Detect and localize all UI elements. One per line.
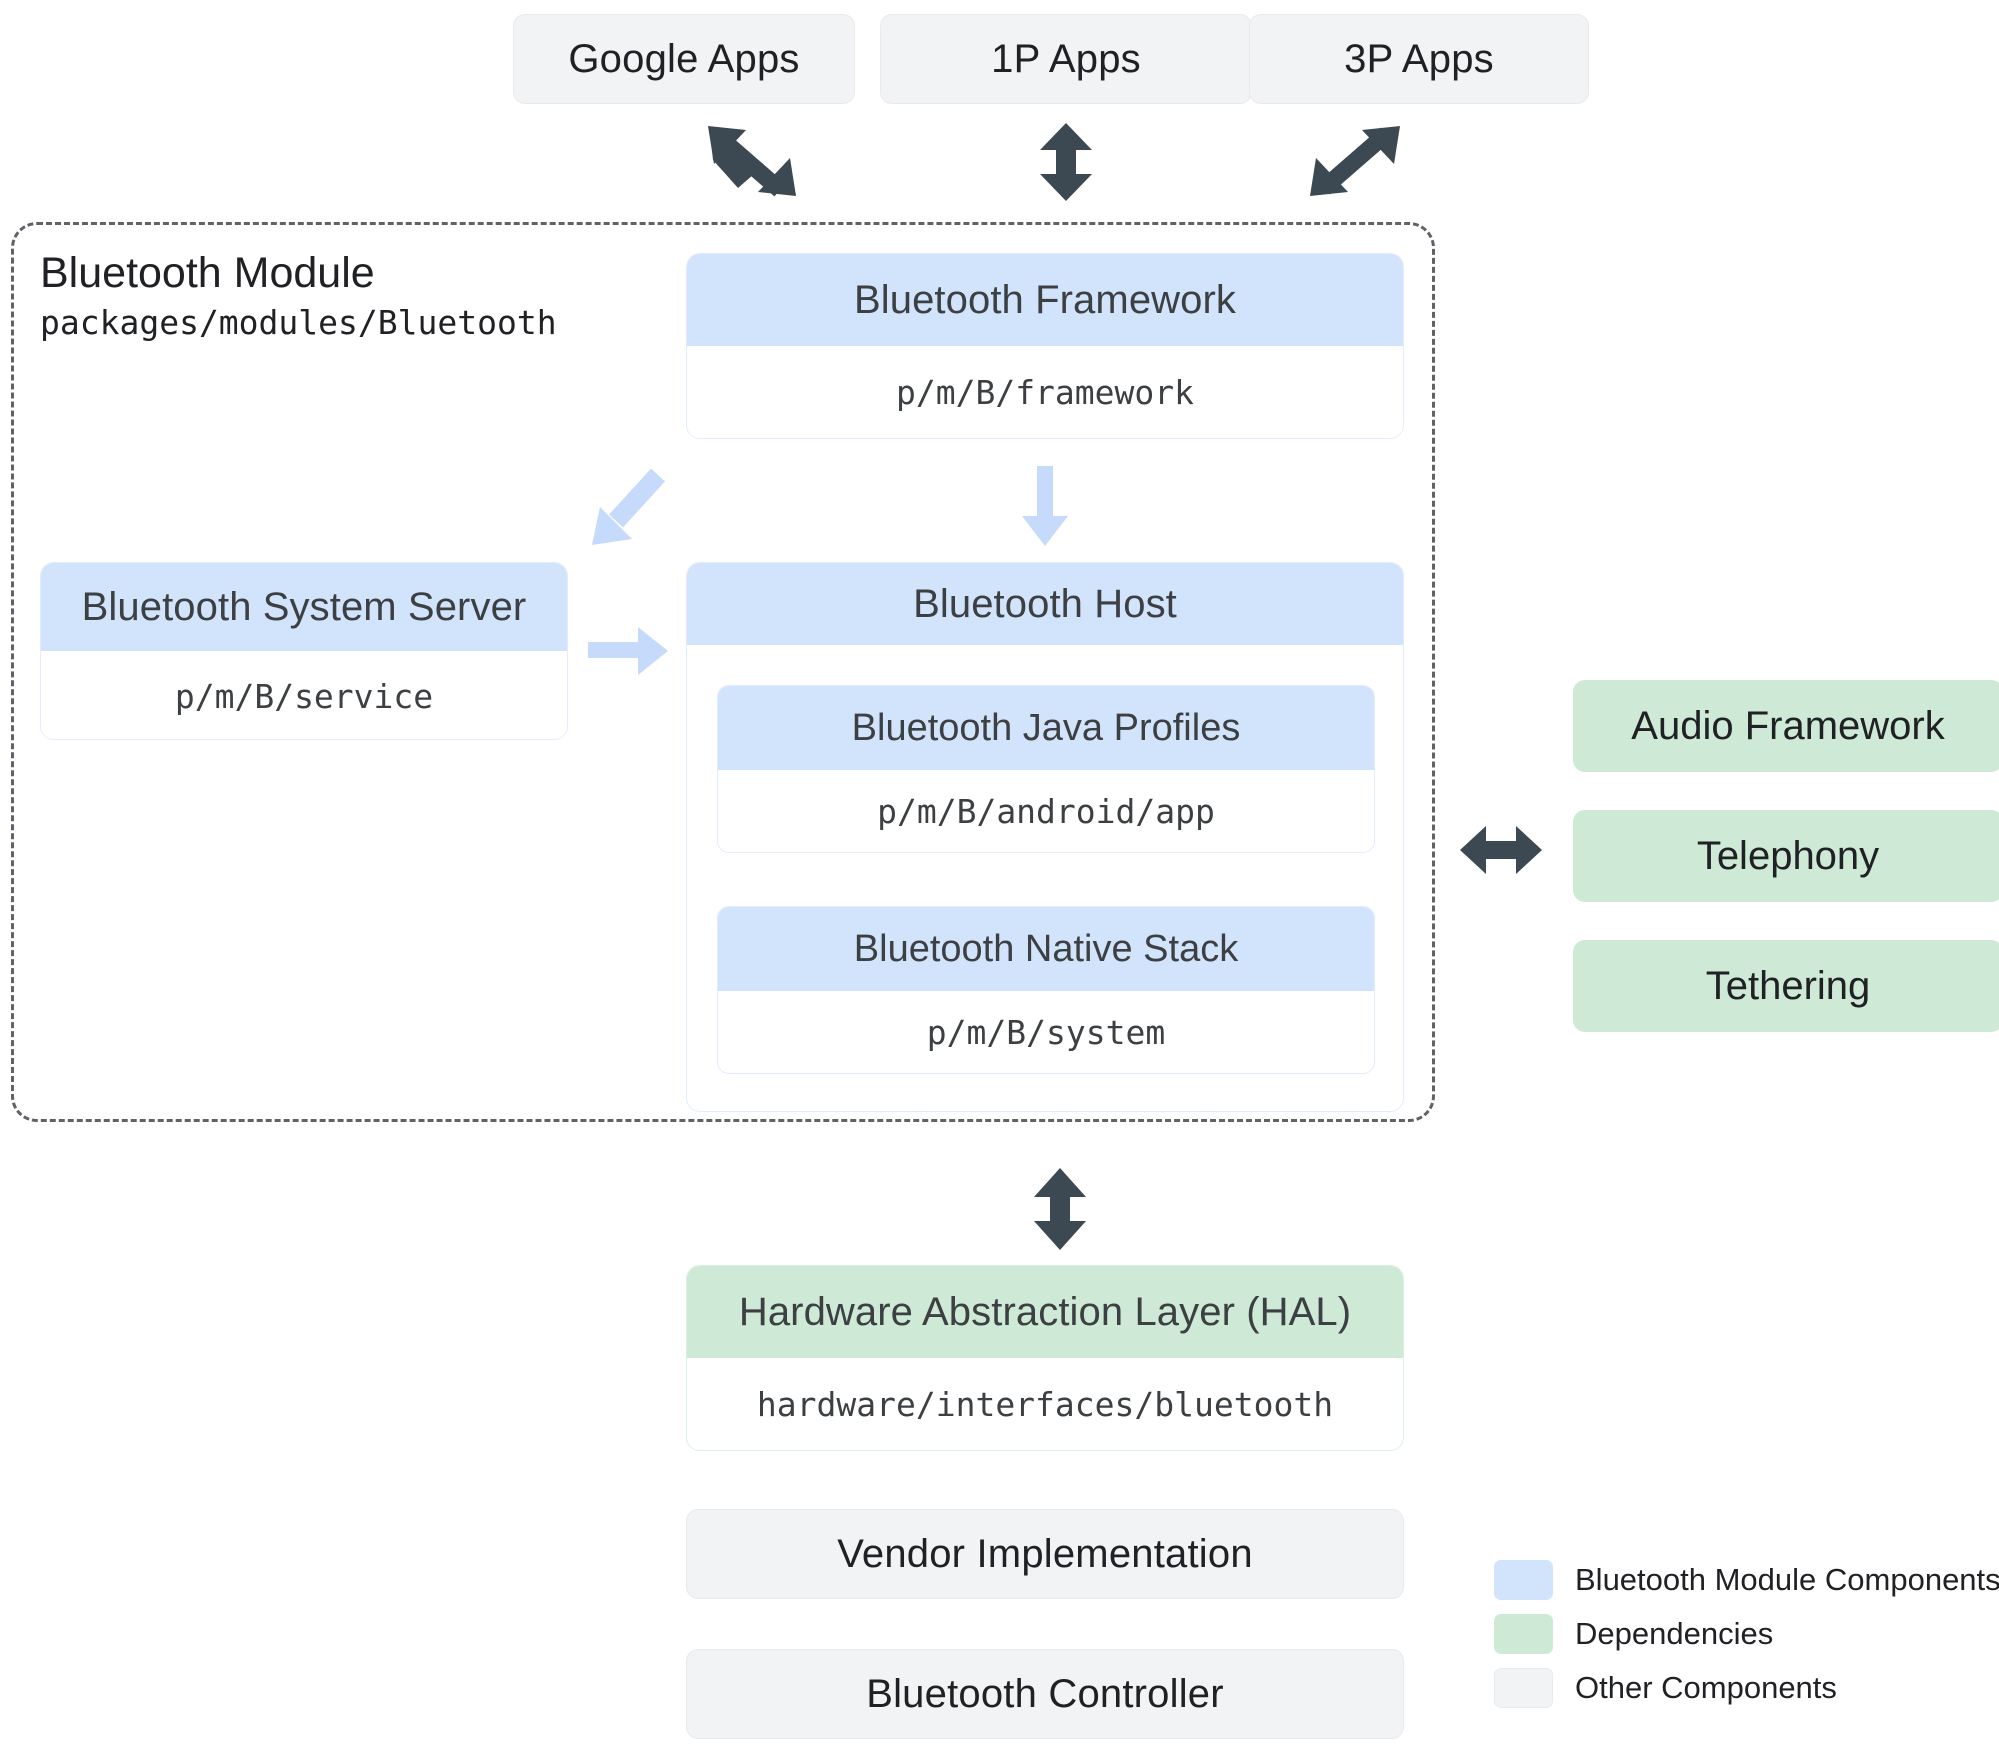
host-to-dependencies-arrow bbox=[1460, 824, 1542, 876]
bluetooth-java-profiles-title: Bluetooth Java Profiles bbox=[718, 686, 1374, 770]
legend-label-other-components: Other Components bbox=[1575, 1670, 1837, 1705]
1p-apps-label: 1P Apps bbox=[991, 36, 1141, 81]
bluetooth-java-profiles-card[interactable]: Bluetooth Java Profiles p/m/B/android/ap… bbox=[717, 685, 1375, 853]
hal-title: Hardware Abstraction Layer (HAL) bbox=[687, 1266, 1403, 1358]
legend-item-dependencies: Dependencies bbox=[1494, 1614, 1999, 1654]
framework-to-host-arrow bbox=[1020, 466, 1070, 546]
dependency-telephony-box[interactable]: Telephony bbox=[1573, 810, 1999, 902]
legend-swatch-other-components bbox=[1494, 1668, 1553, 1708]
bluetooth-system-server-title: Bluetooth System Server bbox=[41, 563, 567, 651]
legend-label-dependencies: Dependencies bbox=[1575, 1616, 1774, 1651]
3p-apps-label: 3P Apps bbox=[1344, 36, 1494, 81]
legend-item-other-components: Other Components bbox=[1494, 1668, 1999, 1708]
3p-apps-box[interactable]: 3P Apps bbox=[1249, 14, 1589, 104]
system-server-to-host-arrow bbox=[588, 625, 668, 677]
google-apps-to-module-arrow bbox=[708, 126, 798, 197]
bluetooth-module-container bbox=[11, 222, 1435, 1122]
google-apps-label: Google Apps bbox=[568, 36, 800, 81]
vendor-implementation-box[interactable]: Vendor Implementation bbox=[686, 1509, 1404, 1599]
bluetooth-framework-card[interactable]: Bluetooth Framework p/m/B/framework bbox=[686, 253, 1404, 439]
bluetooth-module-title: Bluetooth Module bbox=[40, 249, 375, 297]
bluetooth-native-stack-title: Bluetooth Native Stack bbox=[718, 907, 1374, 991]
hal-card[interactable]: Hardware Abstraction Layer (HAL) hardwar… bbox=[686, 1265, 1404, 1451]
bluetooth-framework-title: Bluetooth Framework bbox=[687, 254, 1403, 346]
google-apps-box[interactable]: Google Apps bbox=[513, 14, 855, 104]
3p-apps-to-module-arrow bbox=[1310, 126, 1400, 196]
bluetooth-controller-box[interactable]: Bluetooth Controller bbox=[686, 1649, 1404, 1739]
bluetooth-system-server-card[interactable]: Bluetooth System Server p/m/B/service bbox=[40, 562, 568, 740]
bluetooth-host-card[interactable]: Bluetooth Host Bluetooth Java Profiles p… bbox=[686, 562, 1404, 1112]
bluetooth-java-profiles-path: p/m/B/android/app bbox=[718, 770, 1374, 852]
bluetooth-framework-path: p/m/B/framework bbox=[687, 346, 1403, 438]
legend-swatch-dependencies bbox=[1494, 1614, 1553, 1654]
dependency-tethering-label: Tethering bbox=[1705, 963, 1871, 1008]
bluetooth-host-title: Bluetooth Host bbox=[687, 563, 1403, 645]
legend: Bluetooth Module Components Dependencies… bbox=[1494, 1560, 1999, 1708]
legend-item-module-components: Bluetooth Module Components bbox=[1494, 1560, 1999, 1600]
hal-path: hardware/interfaces/bluetooth bbox=[687, 1358, 1403, 1450]
legend-swatch-module-components bbox=[1494, 1560, 1553, 1600]
1p-apps-box[interactable]: 1P Apps bbox=[880, 14, 1252, 104]
1p-apps-to-module-arrow bbox=[1038, 123, 1094, 201]
framework-to-system-server-arrow bbox=[592, 465, 672, 545]
bluetooth-system-server-path: p/m/B/service bbox=[41, 651, 567, 739]
vendor-implementation-label: Vendor Implementation bbox=[837, 1531, 1253, 1576]
module-to-hal-arrow bbox=[1032, 1168, 1088, 1250]
bluetooth-native-stack-path: p/m/B/system bbox=[718, 991, 1374, 1073]
dependency-audio-framework-box[interactable]: Audio Framework bbox=[1573, 680, 1999, 772]
legend-label-module-components: Bluetooth Module Components bbox=[1575, 1562, 1999, 1597]
dependency-audio-framework-label: Audio Framework bbox=[1631, 703, 1945, 748]
bluetooth-native-stack-card[interactable]: Bluetooth Native Stack p/m/B/system bbox=[717, 906, 1375, 1074]
dependency-telephony-label: Telephony bbox=[1696, 833, 1880, 878]
dependency-tethering-box[interactable]: Tethering bbox=[1573, 940, 1999, 1032]
bluetooth-module-path: packages/modules/Bluetooth bbox=[40, 303, 557, 342]
bluetooth-controller-label: Bluetooth Controller bbox=[866, 1671, 1224, 1716]
